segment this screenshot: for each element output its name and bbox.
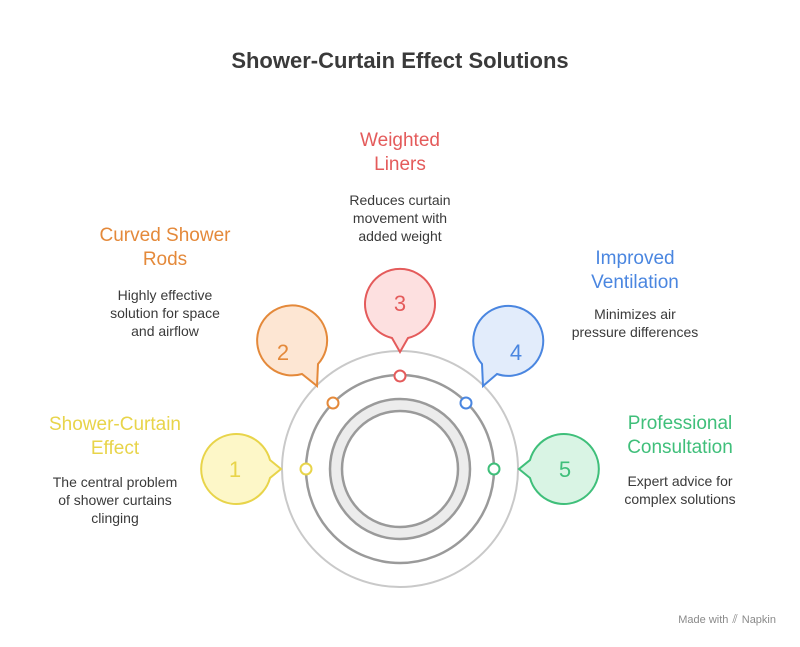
made-with-label: Made with [678, 613, 729, 626]
dot-2 [326, 396, 340, 410]
dot-1 [299, 462, 313, 476]
dot-5 [487, 462, 501, 476]
page-title: Shower-Curtain Effect Solutions [231, 48, 569, 73]
item-3-description: Reduces curtain movement with added weig… [349, 192, 451, 244]
marker-3-number: 3 [394, 291, 406, 316]
marker-3 [364, 267, 436, 355]
item-2-description: Highly effective solution for space and … [110, 287, 220, 339]
footer: Made with ⫽ Napkin [678, 612, 776, 627]
marker-2 [256, 304, 329, 389]
brand-label: Napkin [741, 613, 776, 626]
marker-4-number: 4 [510, 340, 522, 365]
item-4-description: Minimizes air pressure differences [571, 306, 699, 340]
item-5-heading: Professional Consultation [627, 413, 733, 458]
marker-2-number: 2 [277, 340, 289, 365]
marker-1 [200, 433, 283, 505]
item-4-heading: Improved Ventilation [591, 248, 679, 293]
item-3-heading: Weighted Liners [360, 130, 440, 175]
item-5-description: Expert advice for complex solutions [624, 473, 736, 507]
napkin-logo-icon: ⫽ [732, 612, 738, 626]
marker-4 [472, 304, 545, 389]
marker-5-number: 5 [559, 457, 571, 482]
core-ring [340, 409, 460, 529]
dot-4 [459, 396, 473, 410]
dot-3 [393, 369, 407, 383]
item-1-description: The central problem of shower curtains c… [52, 474, 178, 526]
item-1-heading: Shower-Curtain Effect [49, 414, 181, 459]
marker-1-number: 1 [229, 457, 241, 482]
marker-5 [517, 433, 600, 505]
item-2-heading: Curved Shower Rods [99, 225, 231, 270]
